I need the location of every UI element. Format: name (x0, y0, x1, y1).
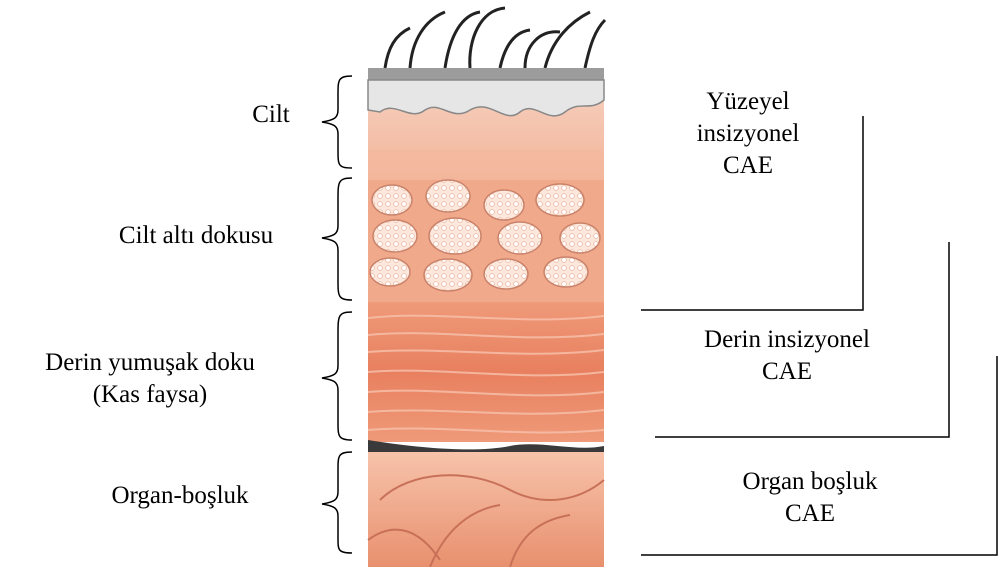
hair-strands (385, 8, 605, 68)
level-label-line: CAE (690, 498, 930, 530)
layer-label-skin: Cilt (226, 99, 316, 131)
layer-label-line: Cilt (226, 99, 316, 131)
layer-label-line: Cilt altı dokusu (76, 220, 316, 252)
level-label-line: insizyonel (658, 118, 838, 150)
level-label-line: Yüzeyel (658, 86, 838, 118)
subcutaneous-fat-layer (368, 180, 604, 302)
level-label-deep-incisional: Derin insizyonel CAE (667, 324, 907, 388)
level-label-line: CAE (667, 356, 907, 388)
muscle-layer (368, 302, 604, 452)
level-label-line: CAE (658, 150, 838, 182)
level-label-line: Organ boşluk (690, 466, 930, 498)
layer-label-deep-soft-tissue: Derin yumuşak doku (Kas faysa) (0, 347, 300, 411)
skin-layer (368, 68, 604, 180)
level-label-organ-space: Organ boşluk CAE (690, 466, 930, 530)
layer-label-line: (Kas faysa) (0, 379, 300, 411)
organ-space-layer (368, 452, 604, 567)
layer-label-organ-space: Organ-boşluk (70, 480, 290, 512)
layer-label-line: Derin yumuşak doku (0, 347, 300, 379)
layer-label-subcutaneous: Cilt altı dokusu (76, 220, 316, 252)
level-label-line: Derin insizyonel (667, 324, 907, 356)
level-label-superficial-incisional: Yüzeyel insizyonel CAE (658, 86, 838, 182)
layer-label-line: Organ-boşluk (70, 480, 290, 512)
layer-braces (322, 76, 352, 553)
